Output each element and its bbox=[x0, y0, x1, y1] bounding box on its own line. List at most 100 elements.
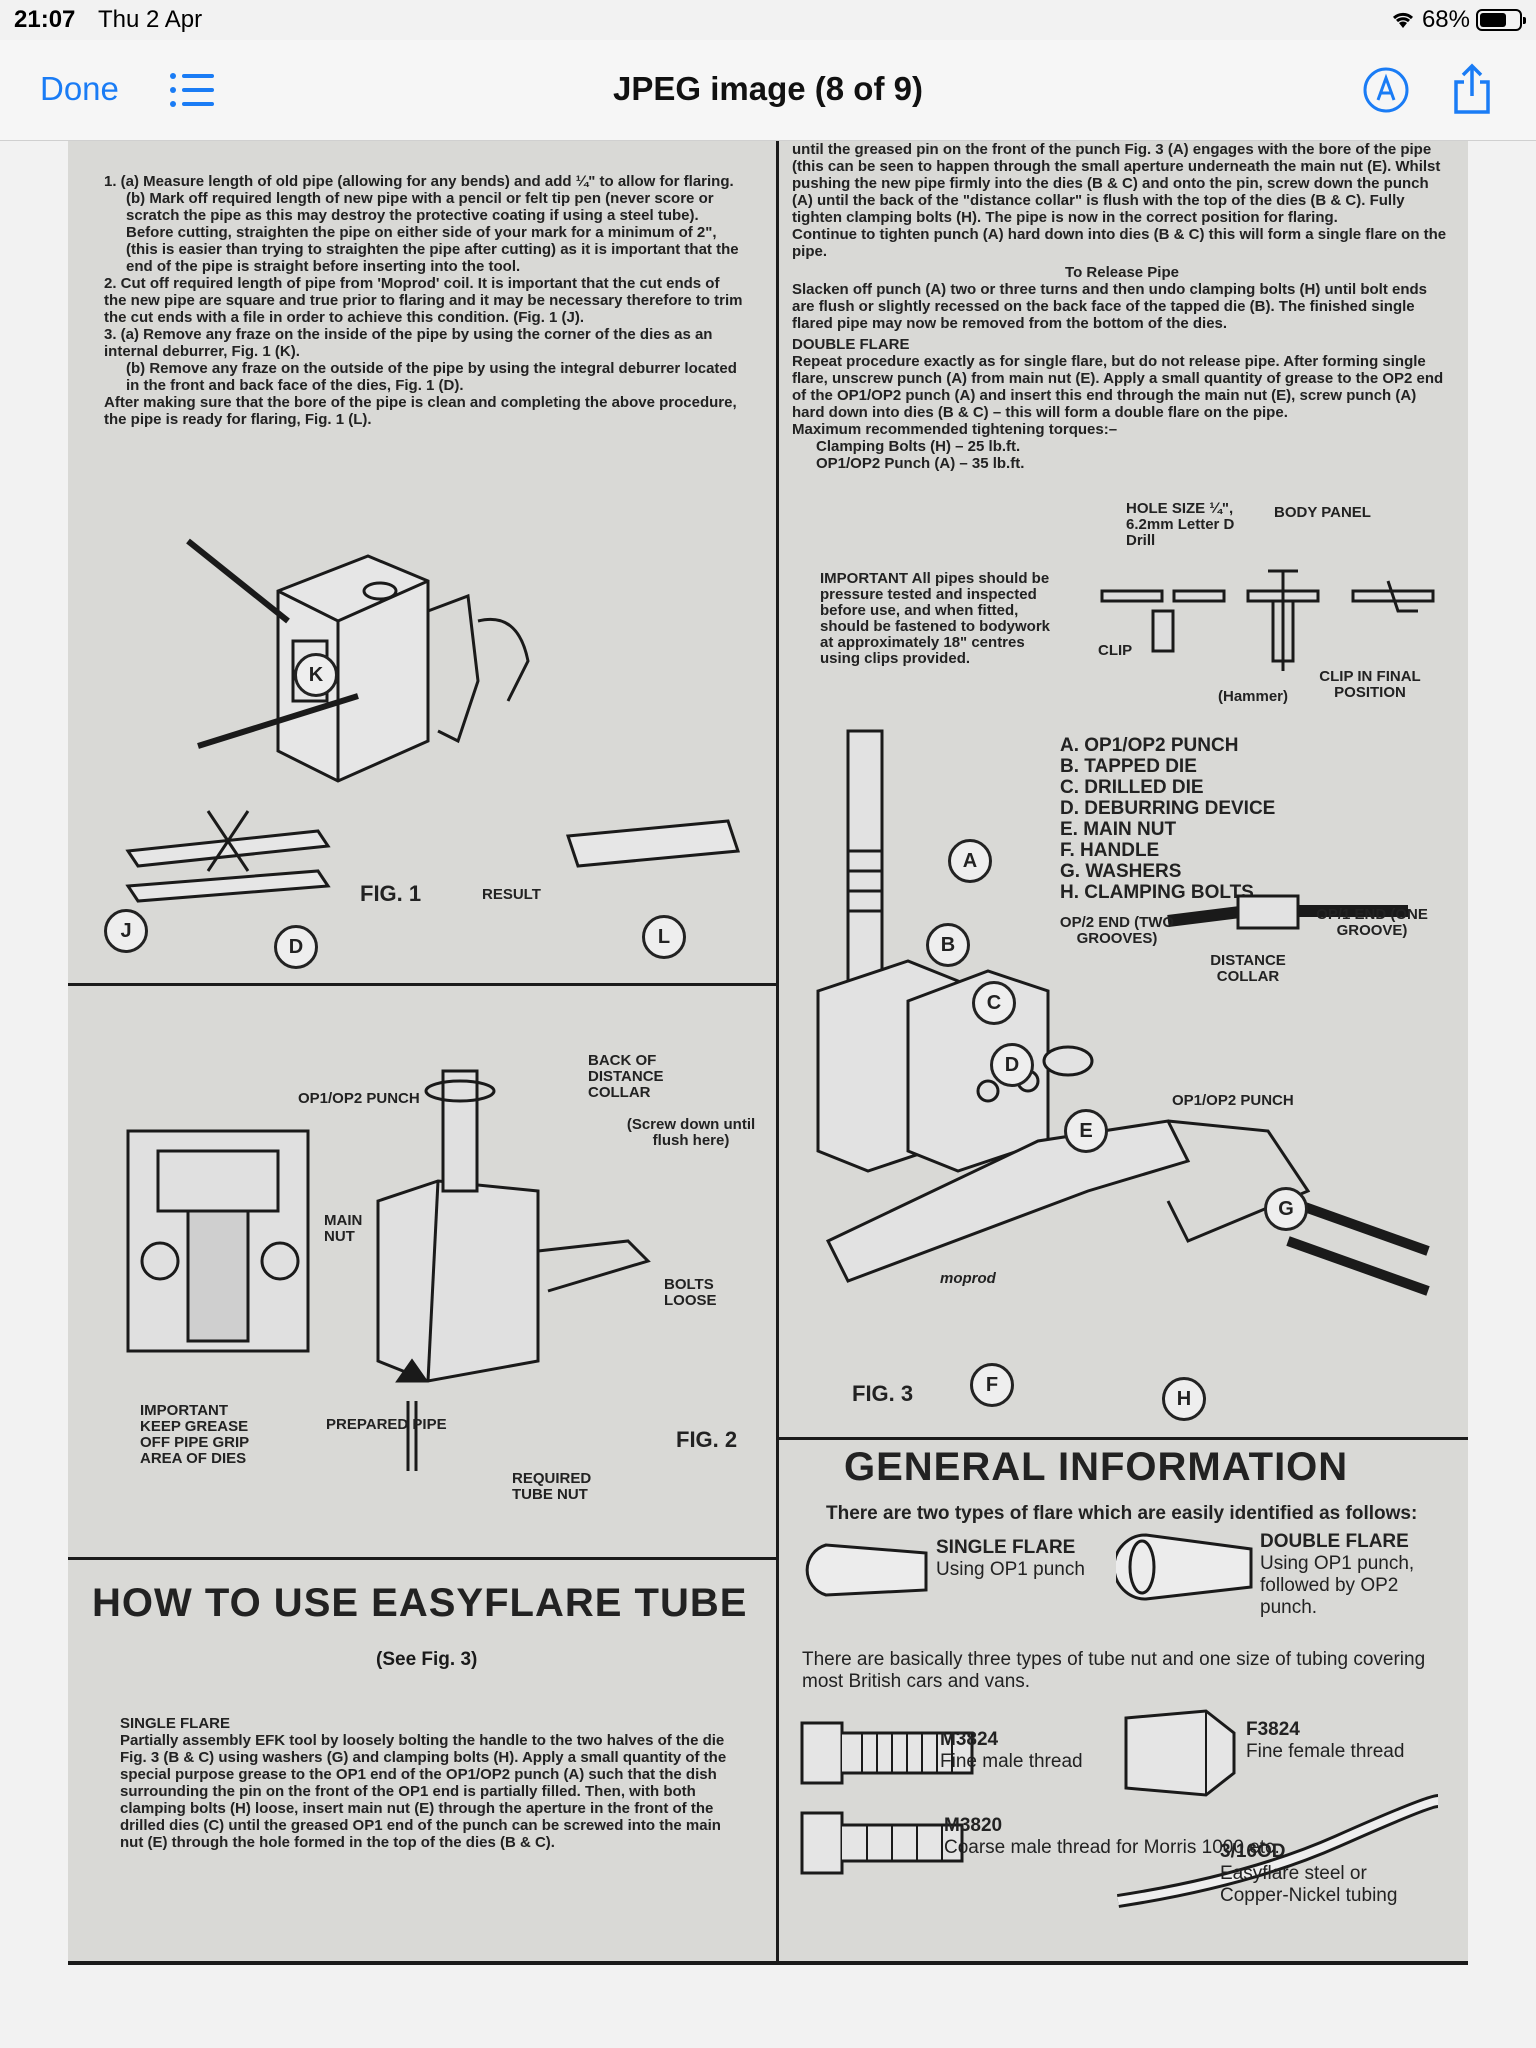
tubing-desc: Easyflare steel or Copper-Nickel tubing bbox=[1220, 1863, 1398, 1906]
result-label: RESULT bbox=[482, 886, 541, 903]
double-text: Repeat procedure exactly as for single f… bbox=[792, 353, 1444, 421]
left-divider-2 bbox=[68, 1557, 776, 1560]
part-h: H. CLAMPING BOLTS bbox=[1060, 882, 1254, 903]
single-flare-block: SINGLE FLARE Using OP1 punch bbox=[936, 1537, 1085, 1581]
part-f: F. HANDLE bbox=[1060, 840, 1160, 861]
status-bar: 21:07 Thu 2 Apr 68% bbox=[0, 0, 1536, 40]
fig3-op1-end: OP/1 END (ONE GROOVE) bbox=[1316, 906, 1428, 939]
share-icon[interactable] bbox=[1450, 62, 1494, 116]
page-title: JPEG image (8 of 9) bbox=[613, 70, 923, 107]
instruction-3a: 3. (a) Remove any fraze on the inside of… bbox=[104, 326, 713, 360]
handle-mark: moprod bbox=[940, 1270, 996, 1287]
fig1-callout-d: D bbox=[274, 925, 318, 969]
double-flare-title: DOUBLE FLARE bbox=[1260, 1531, 1409, 1552]
part-e: E. MAIN NUT bbox=[1060, 819, 1177, 840]
m3824-block: M3824 Fine male thread bbox=[940, 1729, 1083, 1773]
scanned-document: 1. (a) Measure length of old pipe (allow… bbox=[68, 141, 1468, 1965]
instructions-right: until the greased pin on the front of th… bbox=[792, 141, 1452, 472]
battery-icon bbox=[1476, 9, 1526, 31]
tube-types-text: There are basically three types of tube … bbox=[802, 1649, 1426, 1692]
hole-size-label: HOLE SIZE ¼", 6.2mm Letter D Drill bbox=[1126, 500, 1235, 549]
fig2-prepared-label: PREPARED PIPE bbox=[326, 1416, 447, 1433]
howto-single-flare: SINGLE FLARE Partially assembly EFK tool… bbox=[120, 1715, 746, 1851]
part-a: A. OP1/OP2 PUNCH bbox=[1060, 735, 1239, 756]
part-g: G. WASHERS bbox=[1060, 861, 1182, 882]
howto-single-title: SINGLE FLARE bbox=[120, 1715, 231, 1732]
howto-single-text: Partially assembly EFK tool by loosely b… bbox=[120, 1732, 727, 1851]
part-b: B. TAPPED DIE bbox=[1060, 756, 1197, 777]
status-time: 21:07 bbox=[14, 6, 76, 33]
f3824-desc: Fine female thread bbox=[1246, 1741, 1405, 1762]
fig3-callout-b: B bbox=[926, 923, 970, 967]
fig3-punch-label: OP1/OP2 PUNCH bbox=[1172, 1092, 1294, 1109]
right-text-1: until the greased pin on the front of th… bbox=[792, 141, 1441, 226]
wifi-icon bbox=[1392, 12, 1413, 28]
fig3-drawing bbox=[816, 729, 1430, 1296]
instructions-left: 1. (a) Measure length of old pipe (allow… bbox=[104, 173, 744, 428]
torque-title: Maximum recommended tightening torques:– bbox=[792, 421, 1118, 438]
double-flare-sub: Using OP1 punch, followed by OP2 punch. bbox=[1260, 1553, 1415, 1618]
fig3-callout-a: A bbox=[948, 839, 992, 883]
instruction-1a: 1. (a) Measure length of old pipe (allow… bbox=[104, 173, 734, 190]
double-flare-icon bbox=[1116, 1533, 1253, 1601]
f3824-block: F3824 Fine female thread bbox=[1246, 1719, 1404, 1763]
fig2-main-nut-label: MAIN NUT bbox=[324, 1212, 363, 1245]
m3820-nut-icon bbox=[800, 1811, 964, 1875]
clip-diagram bbox=[1100, 569, 1435, 671]
release-title: To Release Pipe bbox=[1065, 264, 1179, 281]
general-heading: GENERAL INFORMATION bbox=[844, 1445, 1349, 1489]
m3824-nut-icon bbox=[800, 1721, 974, 1785]
howto-heading: HOW TO USE EASYFLARE TUBE bbox=[92, 1581, 748, 1625]
clip-label: CLIP bbox=[1098, 642, 1133, 659]
release-text: Slacken off punch (A) two or three turns… bbox=[792, 281, 1427, 332]
fig3-callout-c: C bbox=[972, 981, 1016, 1025]
torque-1: Clamping Bolts (H) – 25 lb.ft. bbox=[816, 438, 1021, 455]
instruction-after: After making sure that the bore of the p… bbox=[104, 394, 737, 428]
fig3-callout-g: G bbox=[1264, 1187, 1308, 1231]
markup-icon[interactable] bbox=[1362, 66, 1410, 114]
part-c: C. DRILLED DIE bbox=[1060, 777, 1204, 798]
fig1-drawing bbox=[125, 538, 741, 903]
left-divider-1 bbox=[68, 983, 776, 986]
torque-2: OP1/OP2 Punch (A) – 35 lb.ft. bbox=[816, 455, 1025, 472]
single-flare-sub: Using OP1 punch bbox=[936, 1559, 1085, 1580]
double-flare-block: DOUBLE FLARE Using OP1 punch, followed b… bbox=[1260, 1531, 1440, 1619]
fig3-distance-collar: DISTANCE COLLAR bbox=[1210, 952, 1286, 985]
right-divider bbox=[779, 1437, 1468, 1440]
hammer-label: (Hammer) bbox=[1218, 688, 1289, 705]
list-icon[interactable] bbox=[168, 70, 216, 110]
fig2-screw-label: (Screw down until flush here) bbox=[626, 1116, 756, 1149]
image-viewer[interactable]: 1. (a) Measure length of old pipe (allow… bbox=[0, 141, 1536, 2048]
fig3-callout-d: D bbox=[990, 1043, 1034, 1087]
fig2-tube-nut-label: REQUIRED TUBE NUT bbox=[512, 1470, 592, 1503]
tubing-size: 3/16OD bbox=[1220, 1841, 1286, 1862]
fig2-label: FIG. 2 bbox=[676, 1427, 738, 1452]
fig2-drawing bbox=[126, 1069, 651, 1471]
m3820-block: M3820 Coarse male thread for Morris 1000… bbox=[944, 1815, 1280, 1859]
fig3-op2-end: OP/2 END (TWO GROOVES) bbox=[1059, 914, 1175, 947]
tubing-icon bbox=[1116, 1794, 1439, 1908]
fig1-callout-k: K bbox=[294, 653, 338, 697]
important-note: IMPORTANT All pipes should be pressure t… bbox=[820, 570, 1051, 667]
part-d: D. DEBURRING DEVICE bbox=[1060, 798, 1276, 819]
done-button[interactable]: Done bbox=[40, 70, 119, 107]
fig3-label: FIG. 3 bbox=[852, 1381, 914, 1406]
fig2-punch-label: OP1/OP2 PUNCH bbox=[298, 1090, 420, 1107]
fig3-callout-e: E bbox=[1064, 1109, 1108, 1153]
center-divider bbox=[776, 141, 779, 1961]
body-panel-label: BODY PANEL bbox=[1274, 504, 1371, 521]
m3824-desc: Fine male thread bbox=[940, 1751, 1083, 1772]
fig3-callout-f: F bbox=[970, 1363, 1014, 1407]
fig2-important-label: IMPORTANT KEEP GREASE OFF PIPE GRIP AREA… bbox=[140, 1402, 249, 1467]
f3824-nut-icon bbox=[1124, 1709, 1236, 1797]
instruction-1b: (b) Mark off required length of new pipe… bbox=[126, 190, 739, 275]
m3820-desc: Coarse male thread for Morris 1000 etc. bbox=[944, 1837, 1280, 1858]
instruction-2: 2. Cut off required length of pipe from … bbox=[104, 275, 743, 326]
status-right: 68% bbox=[1390, 6, 1526, 34]
single-flare-title: SINGLE FLARE bbox=[936, 1537, 1076, 1558]
right-text-2: Continue to tighten punch (A) hard down … bbox=[792, 226, 1447, 260]
fig1-callout-j: J bbox=[104, 909, 148, 953]
status-date: Thu 2 Apr bbox=[98, 6, 203, 33]
howto-see-fig: (See Fig. 3) bbox=[376, 1649, 478, 1670]
fig3-callout-h: H bbox=[1162, 1377, 1206, 1421]
